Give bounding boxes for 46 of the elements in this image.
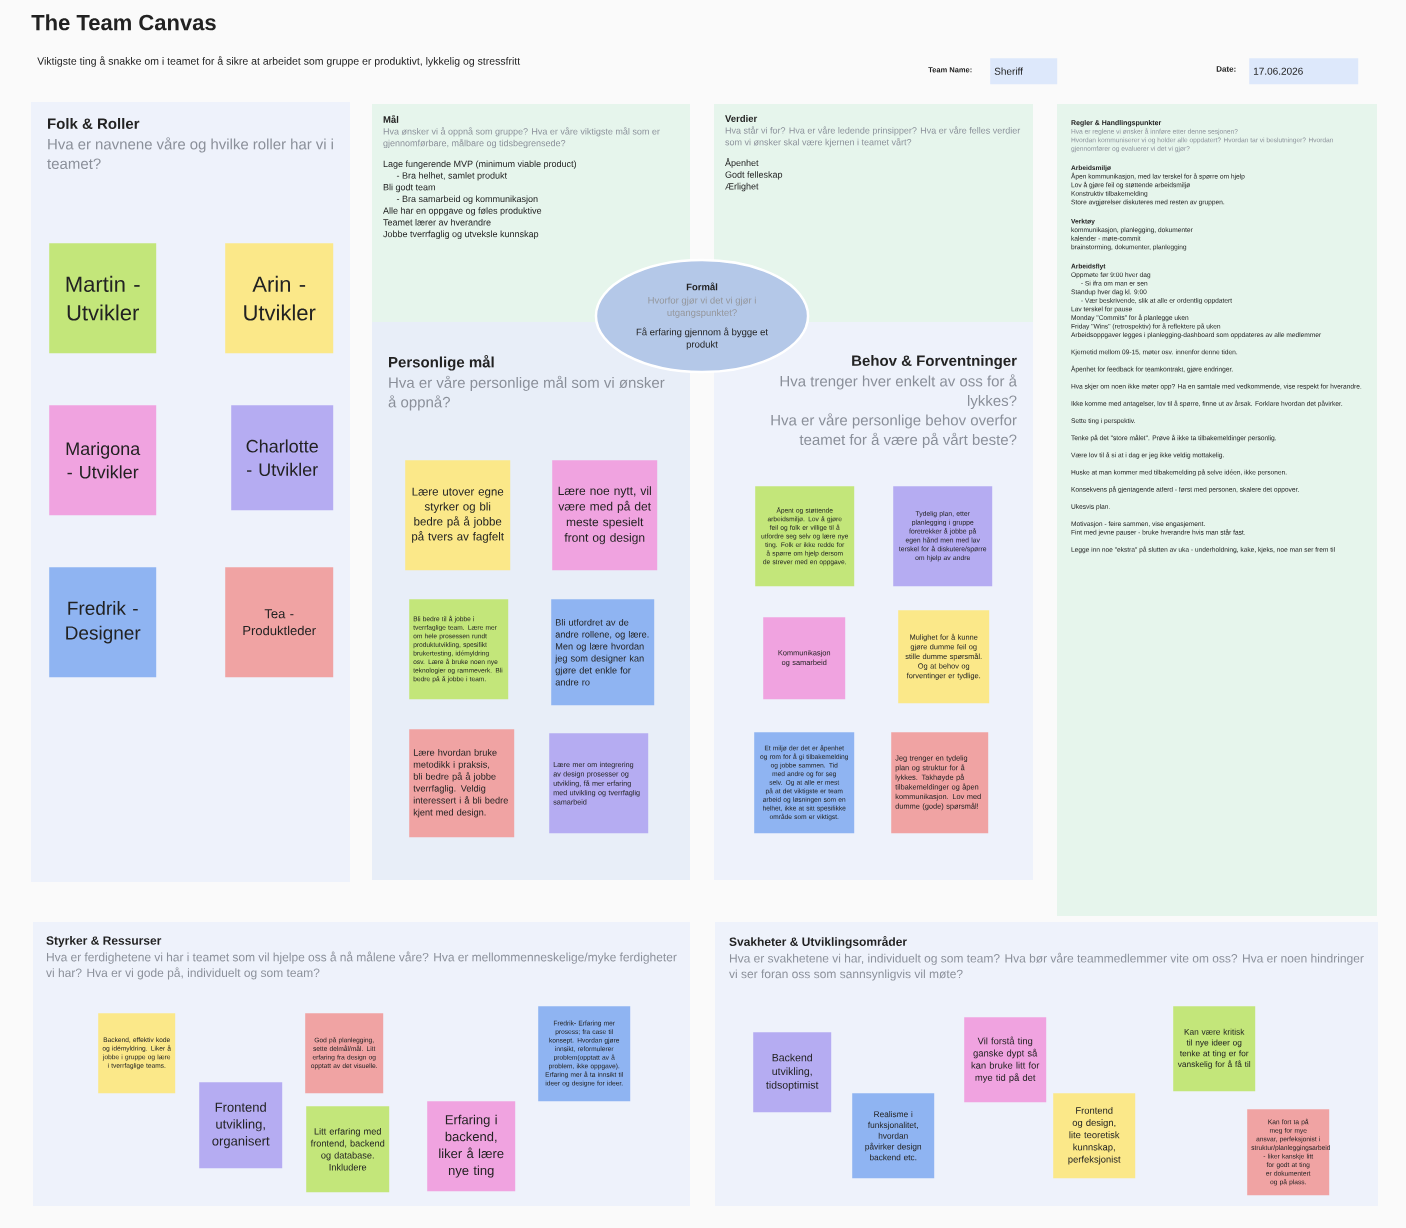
prompt-text: Hva trenger hver enkelt av oss for å lykkes? — [780, 374, 1017, 409]
sticky-note: Lære utover egne styrker og bli bedre på å jobbe på tvers av fagfelt — [405, 460, 511, 571]
note-text: Åpenhet — [725, 158, 759, 168]
prompt-text: Hva ønsker vi å oppnå som gruppe? Hva er våre viktigste mål som er gjennomførbare, målbare og tidsbegrensede? — [383, 127, 660, 149]
prompt-text: Hva er våre personlige mål som vi ønsker å oppnå? — [388, 375, 665, 411]
sticky-note: Martin - Utvikler — [49, 243, 157, 354]
sticky-note: Arin - Utvikler — [225, 243, 334, 354]
note-text: Lage fungerende MVP (minimum viable product) — [383, 160, 576, 169]
date-field: 17.06.2026 — [1249, 58, 1359, 85]
prompt-text: Hva er våre personlige behov overfor teamet for å være på vårt beste? — [771, 413, 1017, 448]
panel-heading: Behov & Forventninger — [852, 355, 1017, 370]
sticky-note: Marigona - Utvikler — [49, 405, 157, 516]
note-text: - Bra helhet, samlet produkt — [396, 172, 507, 181]
panel-heading: Styrker & Ressurser — [46, 936, 162, 948]
panel-heading: Personlige mål — [389, 355, 494, 371]
sticky-note: Litt erfaring med frontend, backend og database. Inkludere — [306, 1106, 390, 1193]
sticky-note: Frontend utvikling, organisert — [199, 1082, 283, 1169]
note-text: - Bra samarbeid og kommunikasjon — [396, 195, 538, 204]
note-text: Alle har en oppgave og føles produktive — [383, 207, 542, 216]
title: The Team Canvas — [31, 14, 216, 31]
note-text: Jobbe tverrfaglig og utveksle kunnskap — [383, 230, 539, 239]
sticky-note: Tea - Produktleder — [225, 567, 334, 678]
field-label: Date: — [1216, 66, 1236, 72]
sticky-note: Fredrik - Designer — [49, 567, 157, 678]
sticky-note: Realisme i funksjonalitet, hvordan påvirker design backend etc. — [852, 1093, 935, 1179]
panel-heading: Mål — [383, 115, 399, 123]
panel-heading: Svakheter & Utviklingsområder — [729, 936, 907, 949]
note-text: Teamet lærer av hverandre — [383, 218, 491, 226]
note-text: Bli godt team — [383, 183, 435, 193]
panel-heading: Verdier — [725, 115, 758, 122]
name-field: Sheriff — [990, 58, 1058, 85]
sticky-note: Lære hvordan bruke metodikk i praksis, bli bedre på å jobbe tverrfaglig. Veldig interessert i å bli bedre kjent med design. — [409, 729, 515, 838]
panel-heading: Folk & Roller — [48, 118, 140, 129]
prompt-text: Hva er navnene våre og hvilke roller har vi i teamet? — [47, 137, 333, 169]
prompt-text: Hva er svakhetene vi har, individuelt og som team? Hva bør våre teammedlemmer vite om oss? Hva er noen hindringer vi ser foran oss som sannsynligvis vil møte? — [729, 952, 1364, 981]
sticky-note: Bli utfordret av de andre rollene, og lære. Men og lære hvordan jeg som designer kan gjøre det enkle for andre ro — [551, 599, 655, 706]
sticky-note: Charlotte - Utvikler — [231, 405, 334, 511]
sticky-note: Lære noe nytt, vil være med på det meste spesielt front og design — [552, 460, 658, 571]
sticky-note: Backend utvikling, tidsoptimist — [753, 1032, 832, 1113]
note-text: Godt felleskap — [725, 171, 783, 180]
sticky-note: Erfaring i backend, liker å lære nye ting — [427, 1101, 516, 1192]
sticky-note: Frontend og design, lite teoretisk kunnskap, perfeksjonist — [1053, 1093, 1136, 1179]
sticky-note: Vil forstå ting ganske dypt så kan bruke litt for mye tid på det — [964, 1017, 1047, 1103]
sticky-note: Kan være kritisk til nye ideer og tenke at ting er for vanskelig for å få til — [1173, 1006, 1256, 1092]
subtitle: Viktigste ting å snakke om i teamet for å sikre at arbeidet som gruppe er produktivt, lykkelig og stressfritt — [37, 56, 521, 67]
note-text: Ærlighet — [725, 182, 759, 192]
